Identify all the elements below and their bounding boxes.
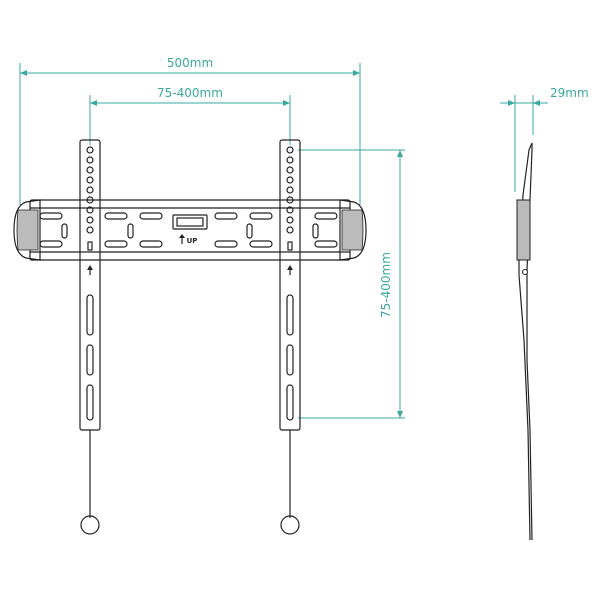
- depth-label: 29mm: [550, 86, 589, 100]
- right-arm: [279, 139, 301, 535]
- up-arrow-icon: [179, 234, 185, 238]
- right-arm-up-arrow-icon: [287, 265, 293, 270]
- wall-plate: UP: [29, 199, 351, 261]
- side-profile-screw-icon: [522, 269, 528, 275]
- horizontal-vesa-label: 75-400mm: [157, 86, 223, 100]
- center-level: UP: [172, 214, 208, 245]
- end-cap-right: [339, 199, 367, 261]
- end-cap-left: [13, 199, 41, 261]
- side-profile: [516, 142, 533, 541]
- up-label: UP: [187, 237, 198, 245]
- vertical-vesa-label: 75-400mm: [379, 252, 393, 318]
- dimension-horizontal-vesa: 75-400mm: [89, 86, 291, 145]
- left-arm: [79, 139, 101, 535]
- dimension-depth: 29mm: [500, 86, 589, 192]
- dimension-vertical-vesa: 75-400mm: [298, 149, 405, 419]
- dimension-overall-width: 500mm: [19, 56, 361, 205]
- overall-width-label: 500mm: [167, 56, 213, 70]
- plate-slots: [39, 212, 338, 248]
- left-arm-up-arrow-icon: [87, 265, 93, 270]
